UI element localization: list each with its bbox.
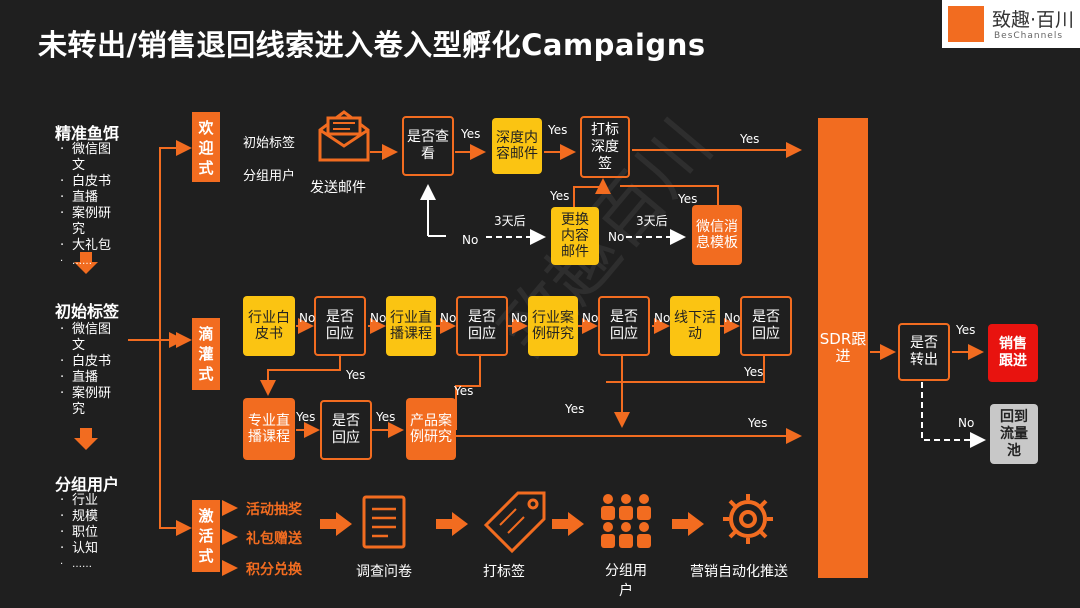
list-item: …… <box>58 254 114 270</box>
node-product-case: 产品案例研究 <box>406 398 456 460</box>
logo-icon <box>948 6 984 42</box>
label-no: No <box>958 416 975 430</box>
node-reply: 是否回应 <box>320 400 372 460</box>
label-yes: Yes <box>740 132 760 146</box>
label-yes: Yes <box>376 410 396 424</box>
label-no: No <box>440 311 457 325</box>
label-group-users: 分组用户 <box>243 169 296 184</box>
label-yes: Yes <box>748 416 768 430</box>
gear-icon <box>722 493 774 545</box>
label-no: No <box>370 311 387 325</box>
logo-name: 致趣·百川 <box>992 9 1075 31</box>
label-send-email: 发送邮件 <box>310 180 366 196</box>
tag-activate: 激活式 <box>192 500 220 572</box>
node-deep-content-email: 深度内容邮件 <box>492 118 542 174</box>
node-reply: 是否回应 <box>740 296 792 356</box>
node-offline-event: 线下活动 <box>670 296 720 356</box>
node-reply: 是否回应 <box>598 296 650 356</box>
section-tag-title: 初始标签 <box>55 302 120 321</box>
list-item: 大礼包 <box>58 238 114 254</box>
node-seen: 是否查看 <box>402 116 454 176</box>
label-yes: Yes <box>550 189 570 203</box>
label-no: No <box>511 311 528 325</box>
label-after-3-days: 3天后 <box>494 214 526 228</box>
node-back-to-pool: 回到流量池 <box>990 404 1038 464</box>
list-item: 直播 <box>58 370 114 386</box>
label-group-users: 分组用户 <box>605 563 647 599</box>
group-users-icon <box>600 493 652 549</box>
list-item: 案例研究 <box>58 386 114 418</box>
label-no: No <box>582 311 599 325</box>
page-title: 未转出/销售退回线索进入卷入型孵化Campaigns <box>38 28 706 62</box>
label-no: No <box>299 311 316 325</box>
label-tagging: 打标签 <box>483 564 525 580</box>
label-yes: Yes <box>565 402 585 416</box>
section-group-title: 分组用户 <box>55 475 120 494</box>
list-item: 行业 <box>58 493 114 509</box>
list-item: 规模 <box>58 509 114 525</box>
list-item: 认知 <box>58 541 114 557</box>
label-yes: Yes <box>454 384 474 398</box>
node-reply: 是否回应 <box>456 296 508 356</box>
perk-lottery: 活动抽奖 <box>246 502 302 518</box>
label-automation: 营销自动化推送 <box>690 564 788 580</box>
list-item: 职位 <box>58 525 114 541</box>
label-yes: Yes <box>296 410 316 424</box>
node-sales-followup: 销售跟进 <box>988 324 1038 382</box>
node-wechat-template: 微信消息模板 <box>692 205 742 265</box>
group-list: 行业 规模 职位 认知 …… <box>58 493 114 573</box>
node-industry-case: 行业案例研究 <box>528 296 578 356</box>
bait-list: 微信图文 白皮书 直播 案例研究 大礼包 …… <box>58 142 114 270</box>
label-yes: Yes <box>956 323 976 337</box>
label-yes: Yes <box>744 365 764 379</box>
node-industry-whitepaper: 行业白皮书 <box>243 296 295 356</box>
brand-logo: 致趣·百川 BesChannels <box>942 0 1080 48</box>
list-item: 白皮书 <box>58 354 114 370</box>
tag-icon <box>484 490 546 552</box>
envelope-icon <box>318 110 370 162</box>
label-no: No <box>462 233 479 247</box>
list-item: 白皮书 <box>58 174 114 190</box>
label-no: No <box>724 311 741 325</box>
list-item: 直播 <box>58 190 114 206</box>
survey-icon <box>362 494 408 550</box>
label-yes: Yes <box>548 123 568 137</box>
node-converted: 是否转出 <box>898 323 950 381</box>
tag-drip: 滴灌式 <box>192 318 220 390</box>
tag-list: 微信图文 白皮书 直播 案例研究 <box>58 322 114 418</box>
label-yes: Yes <box>346 368 366 382</box>
label-no: No <box>608 230 625 244</box>
node-replace-content-email: 更换内容邮件 <box>551 207 599 265</box>
list-item: 微信图文 <box>58 322 114 354</box>
node-pro-live: 专业直播课程 <box>243 398 295 460</box>
list-item: 微信图文 <box>58 142 114 174</box>
label-after-3-days: 3天后 <box>636 214 668 228</box>
perk-gift: 礼包赠送 <box>246 531 302 547</box>
node-sdr-followup: SDR跟进 <box>818 118 868 578</box>
node-reply: 是否回应 <box>314 296 366 356</box>
tag-welcome: 欢迎式 <box>192 112 220 182</box>
label-yes: Yes <box>461 127 481 141</box>
label-no: No <box>654 311 671 325</box>
node-industry-live: 行业直播课程 <box>386 296 436 356</box>
perk-points: 积分兑换 <box>246 562 302 578</box>
list-item: …… <box>58 557 114 573</box>
label-yes: Yes <box>678 192 698 206</box>
section-bait-title: 精准鱼饵 <box>55 124 120 143</box>
logo-sub: BesChannels <box>994 31 1064 41</box>
label-initial-tag: 初始标签 <box>243 136 296 151</box>
label-survey: 调查问卷 <box>356 564 412 580</box>
node-deep-tag: 打标深度签 <box>580 116 630 178</box>
list-item: 案例研究 <box>58 206 114 238</box>
